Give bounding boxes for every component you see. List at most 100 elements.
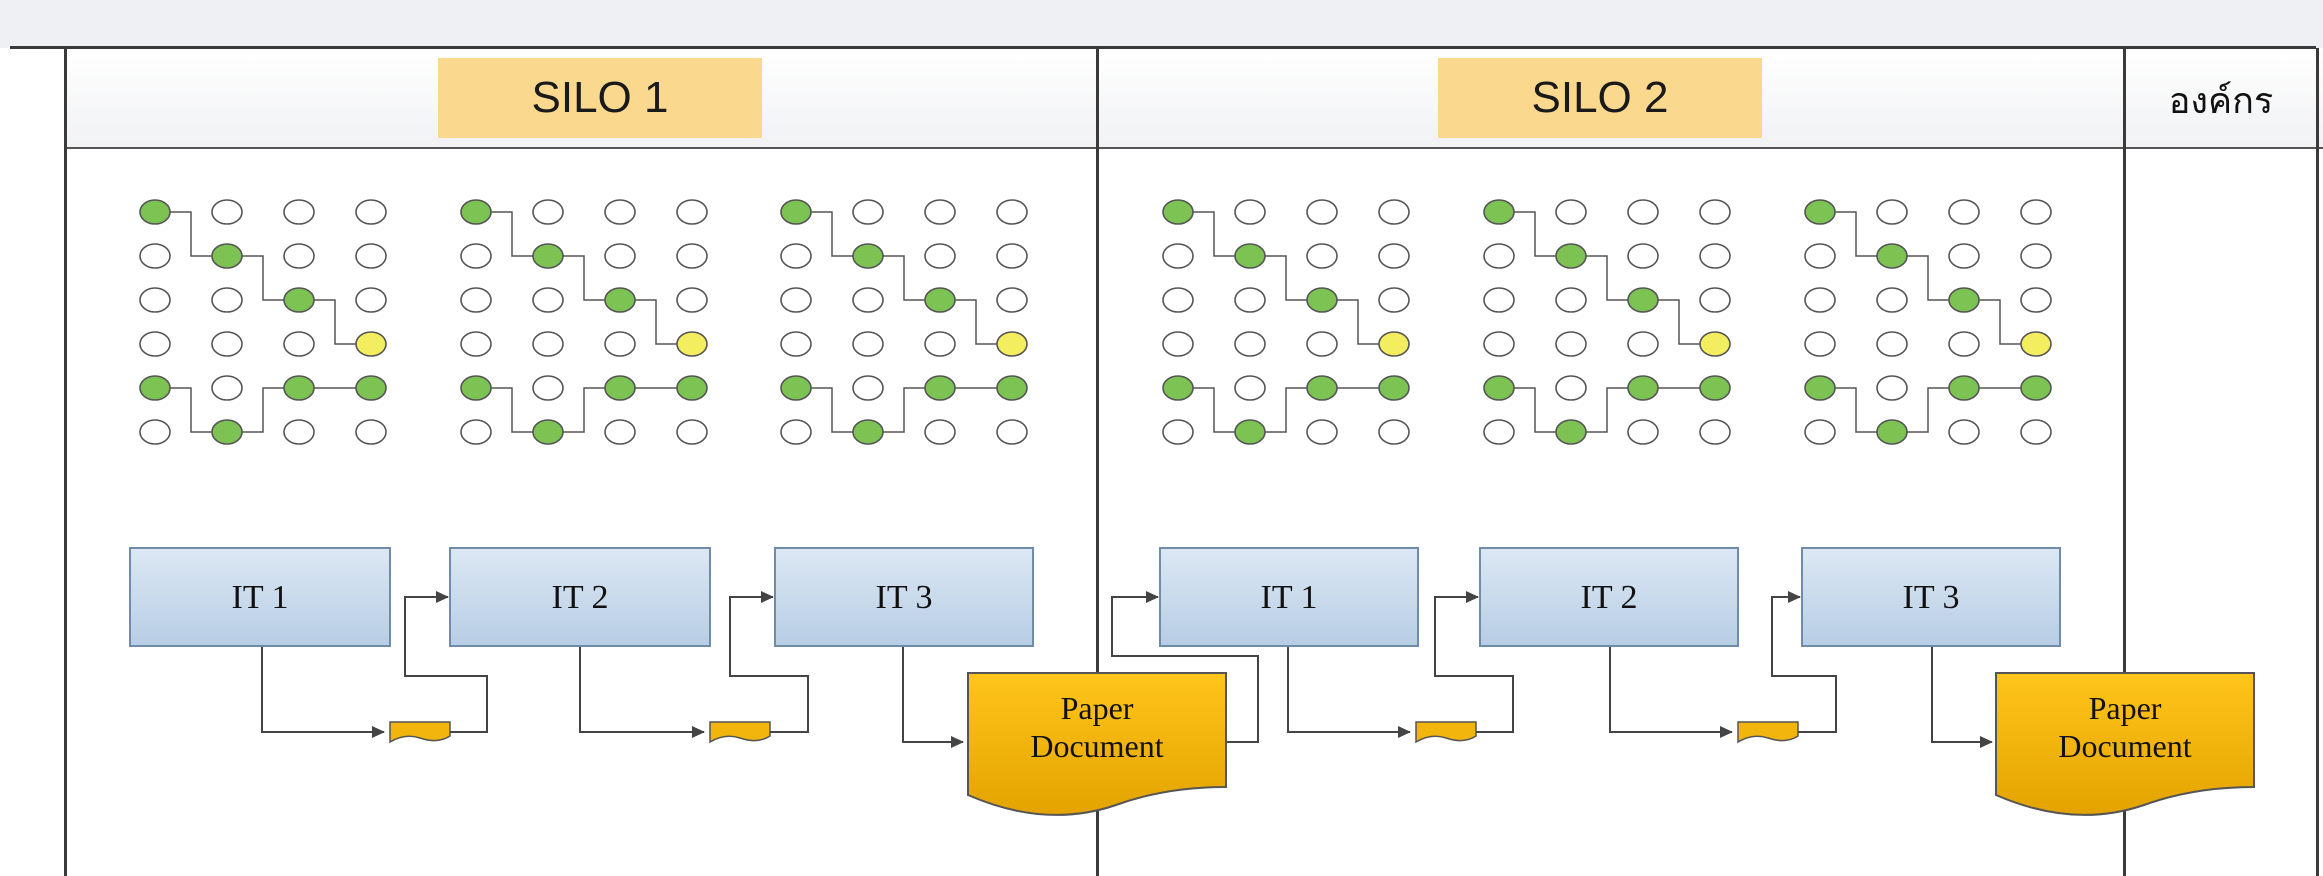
empty-node <box>780 287 812 313</box>
node-grid-6 <box>1804 199 2052 445</box>
paper-document-label-line2: Document <box>1030 728 1163 764</box>
empty-node <box>1483 243 1515 269</box>
empty-node <box>1699 419 1731 445</box>
node-connector <box>476 387 548 433</box>
node-connector <box>620 299 692 345</box>
green-node <box>780 199 812 225</box>
node-connector <box>1892 387 1964 433</box>
green-node <box>139 199 171 225</box>
yellow-node <box>355 331 387 357</box>
green-node <box>852 419 884 445</box>
empty-node <box>1627 243 1659 269</box>
it-box-label: IT 1 <box>1261 579 1318 616</box>
empty-node <box>924 199 956 225</box>
empty-node <box>1306 243 1338 269</box>
it-box-label: IT 2 <box>552 579 609 616</box>
silo2-flow-it2-doc <box>1609 646 1733 738</box>
empty-node <box>1699 243 1731 269</box>
silo2-it2-box: IT 2 <box>1479 547 1739 647</box>
node-connector <box>1571 387 1643 433</box>
silo2-it1-box: IT 1 <box>1159 547 1419 647</box>
node-connector <box>1892 255 1964 301</box>
node-connector <box>227 255 299 301</box>
it-box-rect <box>1479 547 1739 647</box>
empty-node <box>1627 419 1659 445</box>
node-grids <box>139 199 2052 445</box>
green-node <box>924 375 956 401</box>
it-box-rect <box>129 547 391 647</box>
empty-node <box>852 331 884 357</box>
empty-node <box>780 419 812 445</box>
empty-node <box>139 331 171 357</box>
empty-node <box>1948 243 1980 269</box>
green-node <box>1162 375 1194 401</box>
empty-node <box>211 375 243 401</box>
empty-node <box>1948 419 1980 445</box>
node-connector <box>1964 299 2036 345</box>
empty-node <box>211 199 243 225</box>
empty-node <box>1699 199 1731 225</box>
node-connector <box>1250 255 1322 301</box>
empty-node <box>139 287 171 313</box>
empty-node <box>2020 243 2052 269</box>
node-connector <box>796 387 868 433</box>
empty-node <box>996 287 1028 313</box>
silo1-flow-doc-it3 <box>729 591 809 733</box>
node-connector <box>940 299 1012 345</box>
empty-node <box>532 375 564 401</box>
paper-document-label-line2: Document <box>2058 728 2191 764</box>
empty-node <box>1555 287 1587 313</box>
it-box-label: IT 1 <box>232 579 289 616</box>
node-connector <box>1820 211 1892 257</box>
silo2-flow-paper-it1 <box>1111 591 1259 743</box>
node-connector <box>1499 211 1571 257</box>
empty-node <box>676 243 708 269</box>
empty-node <box>460 331 492 357</box>
green-node <box>1699 375 1731 401</box>
silo1-flow-doc-it2 <box>404 591 488 733</box>
empty-node <box>852 199 884 225</box>
silo1-it3-box: IT 3 <box>774 547 1034 647</box>
empty-node <box>996 199 1028 225</box>
yellow-node <box>2020 331 2052 357</box>
node-connector <box>1322 299 1394 345</box>
empty-node <box>1234 287 1266 313</box>
node-connector <box>1178 387 1250 433</box>
green-node <box>1483 199 1515 225</box>
node-connector <box>1643 299 1715 345</box>
node-connector <box>1250 387 1322 433</box>
node-connector <box>1571 255 1643 301</box>
green-node <box>1483 375 1515 401</box>
empty-node <box>924 419 956 445</box>
green-node <box>1162 199 1194 225</box>
empty-node <box>2020 199 2052 225</box>
empty-node <box>1948 199 1980 225</box>
yellow-node <box>996 331 1028 357</box>
empty-node <box>1306 199 1338 225</box>
empty-node <box>211 287 243 313</box>
green-node <box>1555 243 1587 269</box>
empty-node <box>996 243 1028 269</box>
yellow-node <box>676 331 708 357</box>
green-node <box>460 375 492 401</box>
empty-node <box>1627 199 1659 225</box>
organization-label: องค์กร <box>2168 79 2274 121</box>
empty-node <box>1555 331 1587 357</box>
green-node <box>1948 287 1980 313</box>
empty-node <box>1627 331 1659 357</box>
empty-node <box>1234 331 1266 357</box>
empty-node <box>1876 375 1908 401</box>
empty-node <box>1699 287 1731 313</box>
green-node <box>604 287 636 313</box>
silo2-flow-it3-paper <box>1931 646 1993 748</box>
empty-node <box>1162 287 1194 313</box>
green-node <box>780 375 812 401</box>
empty-node <box>139 419 171 445</box>
empty-node <box>924 331 956 357</box>
empty-node <box>1306 331 1338 357</box>
green-node <box>283 287 315 313</box>
paper-document-label-line1: Paper <box>2089 690 2162 726</box>
